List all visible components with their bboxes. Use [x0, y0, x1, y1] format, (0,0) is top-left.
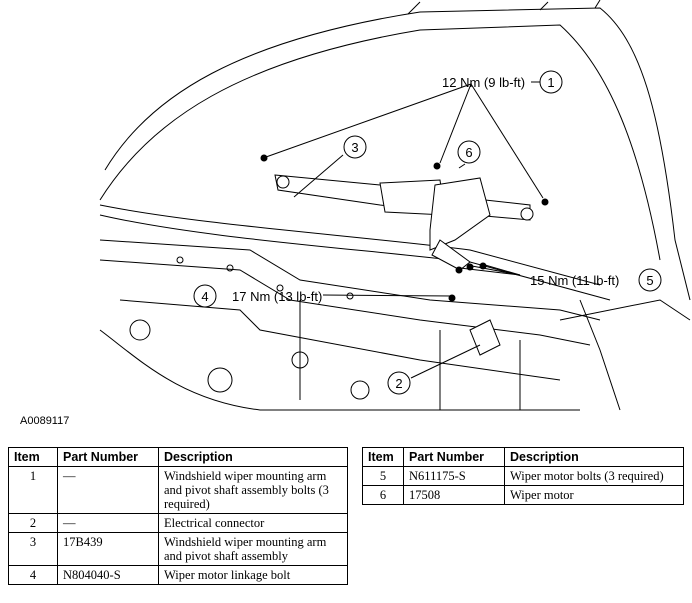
description-cell: Wiper motor linkage bolt: [158, 565, 348, 585]
table-row: 1 — Windshield wiper mounting arm and pi…: [8, 466, 348, 514]
torque-label-1: 12 Nm (9 lb-ft): [442, 75, 525, 90]
bolts-illustration: [260, 154, 549, 302]
item-cell: 4: [8, 565, 58, 585]
header-item: Item: [362, 447, 404, 467]
wiper-assembly-diagram: 1 12 Nm (9 lb-ft) 3 6 5 15 Nm (11 lb-ft)…: [99, 0, 691, 411]
description-cell: Wiper motor: [504, 485, 684, 505]
part-number-cell: —: [57, 513, 159, 533]
cowl-panel-illustration: [99, 239, 691, 411]
header-item: Item: [8, 447, 58, 467]
item-cell: 2: [8, 513, 58, 533]
description-cell: Windshield wiper mounting arm and pivot …: [158, 532, 348, 566]
header-description: Description: [504, 447, 684, 467]
callout-2: 2: [387, 371, 411, 395]
item-cell: 1: [8, 466, 58, 514]
description-cell: Wiper motor bolts (3 required): [504, 466, 684, 486]
header-part-number: Part Number: [403, 447, 505, 467]
table-row: 6 17508 Wiper motor: [362, 485, 684, 505]
svg-text:4: 4: [201, 289, 208, 304]
callout-3: 3: [343, 135, 367, 159]
part-number-cell: 17508: [403, 485, 505, 505]
item-cell: 6: [362, 485, 404, 505]
item-cell: 5: [362, 466, 404, 486]
torque-label-5: 15 Nm (11 lb-ft): [530, 273, 619, 288]
svg-text:5: 5: [646, 273, 653, 288]
parts-table-left: Item Part Number Description 1 — Windshi…: [8, 447, 348, 585]
figure-id: A0089117: [20, 415, 70, 427]
svg-text:3: 3: [351, 140, 358, 155]
description-cell: Electrical connector: [158, 513, 348, 533]
part-number-cell: 17B439: [57, 532, 159, 566]
part-number-cell: N804040-S: [57, 565, 159, 585]
table-row: 2 — Electrical connector: [8, 513, 348, 533]
svg-text:1: 1: [547, 75, 554, 90]
callout-4: 4 17 Nm (13 lb-ft): [193, 284, 322, 308]
wiper-linkage-illustration: [274, 174, 534, 271]
svg-text:6: 6: [465, 145, 472, 160]
table-row: 3 17B439 Windshield wiper mounting arm a…: [8, 532, 348, 566]
torque-label-4: 17 Nm (13 lb-ft): [232, 289, 322, 304]
header-description: Description: [158, 447, 348, 467]
item-cell: 3: [8, 532, 58, 566]
table-row: 5 N611175-S Wiper motor bolts (3 require…: [362, 466, 684, 486]
part-number-cell: —: [57, 466, 159, 514]
leader-lines: [265, 81, 544, 379]
svg-text:2: 2: [395, 376, 402, 391]
header-part-number: Part Number: [57, 447, 159, 467]
windshield-illustration: [99, 0, 691, 301]
callout-1: 1 12 Nm (9 lb-ft): [442, 70, 563, 94]
callout-6: 6: [457, 140, 481, 164]
part-number-cell: N611175-S: [403, 466, 505, 486]
parts-table-right: Item Part Number Description 5 N611175-S…: [362, 447, 684, 505]
table-row: 4 N804040-S Wiper motor linkage bolt: [8, 565, 348, 585]
description-cell: Windshield wiper mounting arm and pivot …: [158, 466, 348, 514]
callout-5: 5 15 Nm (11 lb-ft): [530, 268, 662, 292]
